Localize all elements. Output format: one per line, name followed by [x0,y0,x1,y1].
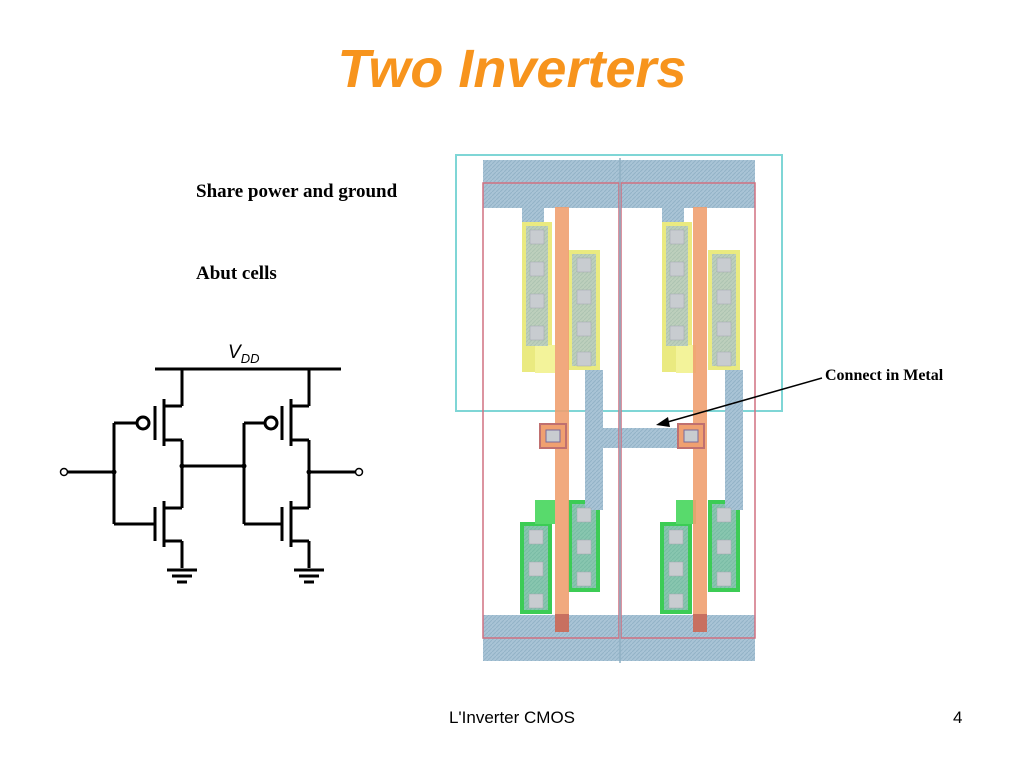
poly-gate-1 [555,207,569,632]
note-connect-in-metal: Connect in Metal [825,367,944,384]
vdd-label: VDD [228,342,259,366]
cell-2-border [620,182,756,639]
page-number: 4 [953,708,963,727]
slide-title: Two Inverters [337,39,687,99]
input-contact-1 [539,423,567,449]
ground-symbol-2 [294,568,324,584]
connect-arrow [663,377,823,424]
connecting-metal [585,428,683,448]
poly-gate-2 [693,207,707,632]
input-terminal [59,467,69,477]
inverter-2 [242,369,355,568]
footer-label: L'Inverter CMOS [448,708,576,727]
cell-1-border [482,182,620,639]
output-terminal [354,467,364,477]
note-abut-cells: Abut cells [196,263,277,284]
inverter-1 [66,369,244,568]
output-metal-2 [725,370,743,510]
note-share-power-ground: Share power and ground [196,181,398,202]
ground-symbol-1 [167,568,197,584]
